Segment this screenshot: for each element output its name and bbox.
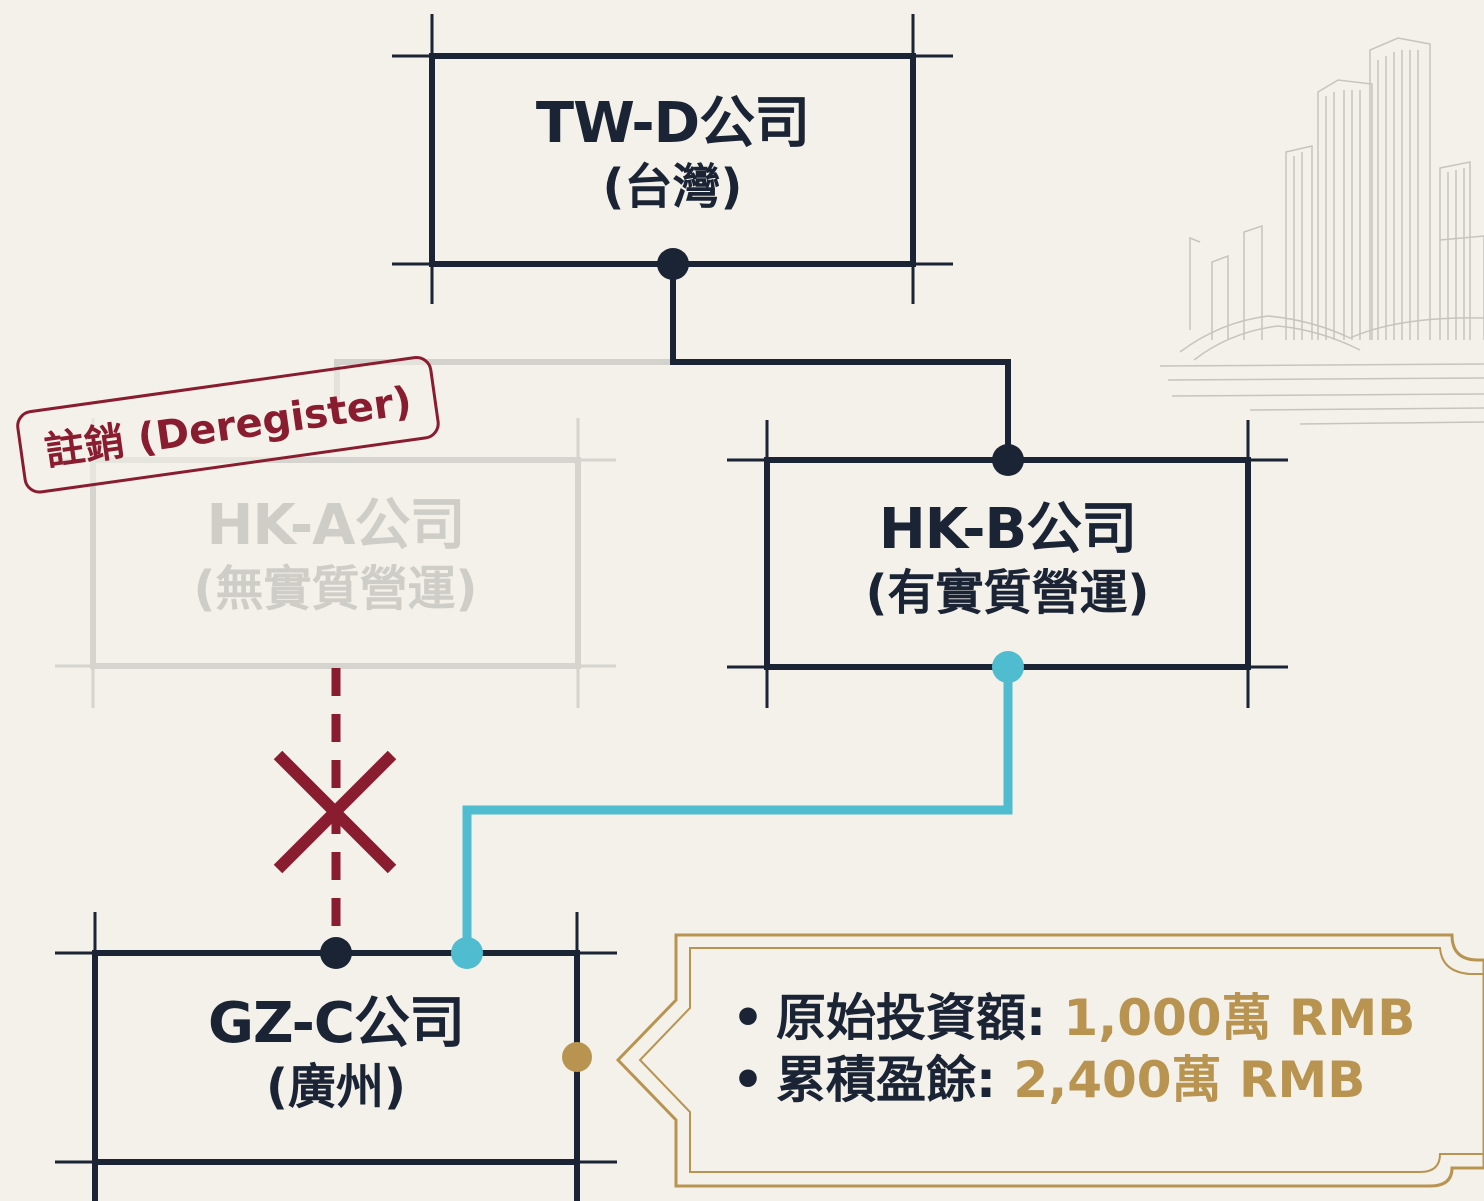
gz-c-callout-node: [562, 1042, 592, 1072]
bullet-icon: •: [732, 1050, 764, 1109]
callout-row-retained-earnings: •累積盈餘: 2,400萬 RMB: [732, 1050, 1415, 1112]
gz-c-name: GZ-C公司: [208, 991, 465, 1056]
hk-b-name: HK-B公司: [878, 497, 1137, 562]
hk-a-name: HK-A公司: [206, 493, 466, 558]
tw-d-bottom-node: [657, 248, 689, 280]
tw-d-name: TW-D公司: [535, 91, 810, 156]
hk-a-status: (無實質營運): [193, 561, 478, 618]
original-investment-label: 原始投資額:: [776, 989, 1064, 1047]
tw-d-to-hk-b-connector: [670, 264, 1011, 460]
hk-b-status: (有實質營運): [865, 565, 1150, 622]
tw-d-location: (台灣): [602, 159, 743, 216]
hk-b-to-gz-c-connector: [462, 667, 1013, 953]
callout-frame: [615, 933, 1484, 1188]
hk-b-top-node: [992, 444, 1024, 476]
x-mark-icon: [273, 750, 397, 874]
hk-b-bottom-node: [992, 651, 1024, 683]
retained-earnings-label: 累積盈餘:: [776, 1050, 1014, 1109]
tw-d-label: TW-D公司 (台灣): [432, 90, 913, 217]
city-skyline-icon: [1159, 37, 1484, 425]
bullet-icon: •: [732, 989, 764, 1047]
hk-a-label: HK-A公司 (無實質營運): [93, 492, 578, 619]
investment-callout: •原始投資額: 1,000萬 RMB •累積盈餘: 2,400萬 RMB: [732, 988, 1415, 1111]
gz-c-label: GZ-C公司 (廣州): [95, 990, 577, 1117]
retained-earnings-value: 2,400萬 RMB: [1013, 1050, 1366, 1109]
gz-c-location: (廣州): [266, 1059, 406, 1116]
gz-c-right-node: [451, 937, 483, 969]
hk-b-label: HK-B公司 (有實質營運): [767, 496, 1248, 623]
callout-row-original-investment: •原始投資額: 1,000萬 RMB: [732, 988, 1415, 1050]
original-investment-value: 1,000萬 RMB: [1063, 989, 1416, 1047]
gz-c-left-node: [320, 937, 352, 969]
